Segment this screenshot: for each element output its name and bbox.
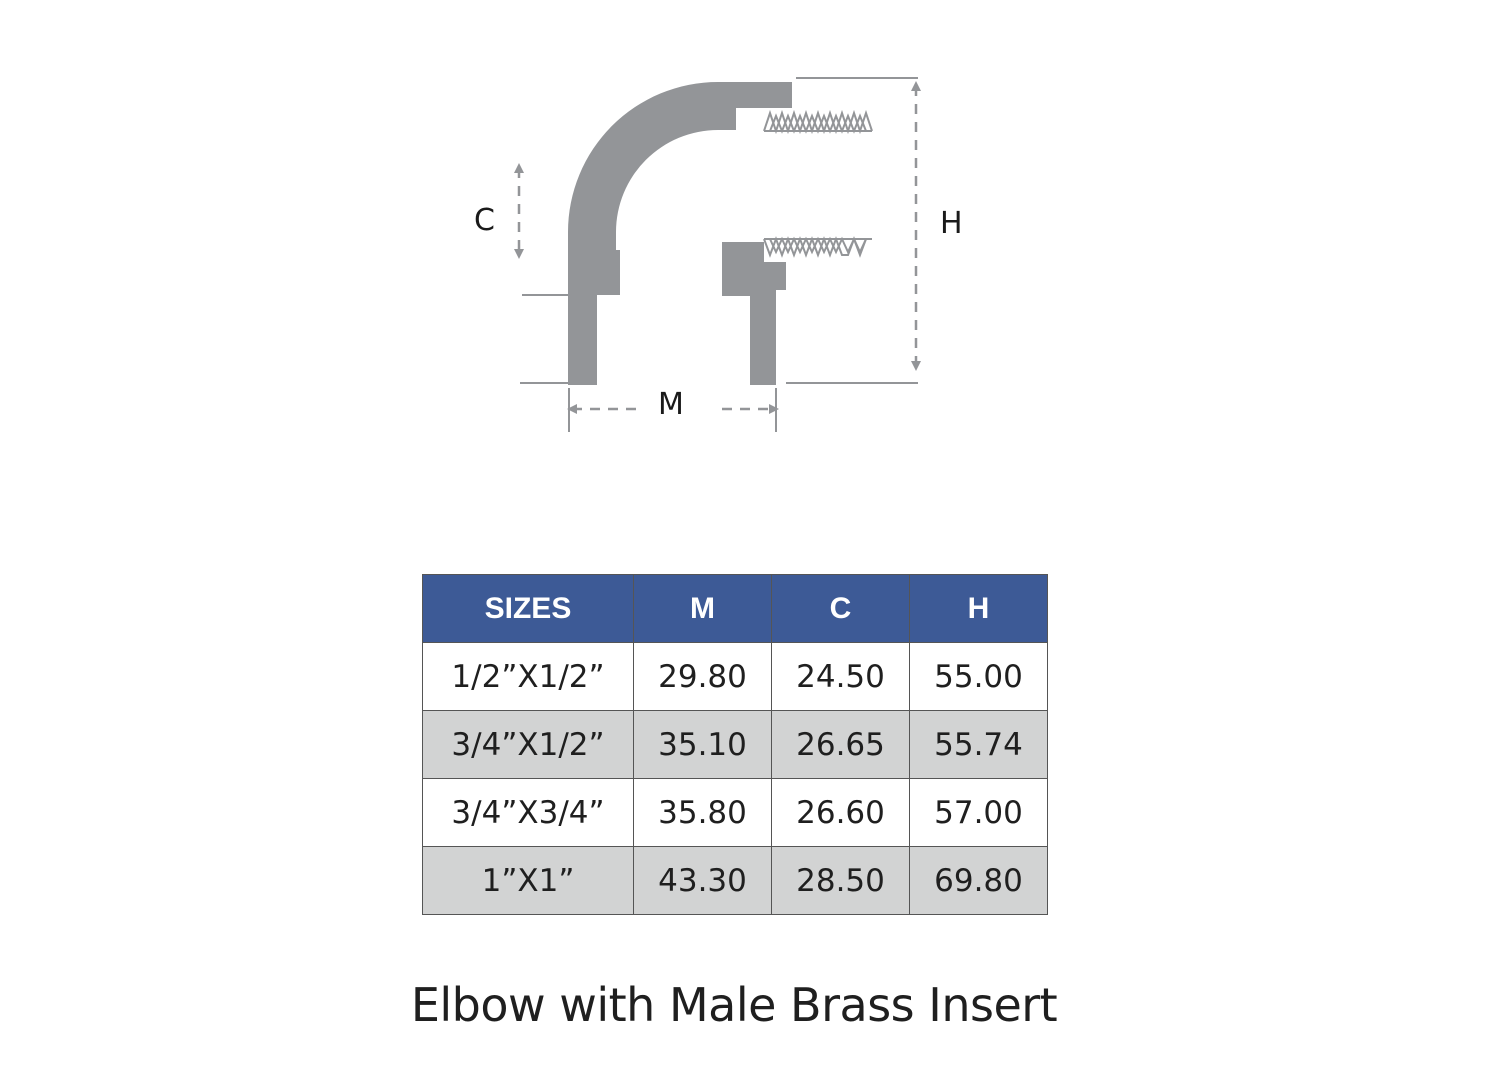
cell-m: 43.30 xyxy=(633,846,772,915)
cell-h: 57.00 xyxy=(909,778,1048,847)
cell-c: 26.65 xyxy=(771,710,910,779)
header-h: H xyxy=(909,574,1048,643)
extension-lines xyxy=(520,77,918,432)
table-header-row: SIZES M C H xyxy=(422,574,1048,643)
header-c: C xyxy=(771,574,910,643)
cell-m: 29.80 xyxy=(633,642,772,711)
table-row: 1/2”X1/2” 29.80 24.50 55.00 xyxy=(422,642,1048,711)
cell-c: 24.50 xyxy=(771,642,910,711)
table-row: 1”X1” 43.30 28.50 69.80 xyxy=(422,846,1048,915)
dimension-h-label: H xyxy=(940,206,963,241)
header-sizes: SIZES xyxy=(422,574,634,643)
table-row: 3/4”X1/2” 35.10 26.65 55.74 xyxy=(422,710,1048,779)
elbow-inner-leg xyxy=(722,242,786,385)
elbow-body xyxy=(568,82,792,385)
thread-upper xyxy=(763,109,873,135)
cell-c: 26.60 xyxy=(771,778,910,847)
cell-m: 35.10 xyxy=(633,710,772,779)
dimension-lines xyxy=(514,81,921,414)
table-row: 3/4”X3/4” 35.80 26.60 57.00 xyxy=(422,778,1048,847)
header-m: M xyxy=(633,574,772,643)
cell-size: 1”X1” xyxy=(422,846,634,915)
cell-m: 35.80 xyxy=(633,778,772,847)
cell-h: 55.00 xyxy=(909,642,1048,711)
cell-h: 69.80 xyxy=(909,846,1048,915)
product-caption: Elbow with Male Brass Insert xyxy=(410,978,1058,1032)
cell-c: 28.50 xyxy=(771,846,910,915)
size-spec-table: SIZES M C H 1/2”X1/2” 29.80 24.50 55.00 … xyxy=(422,574,1048,915)
cell-h: 55.74 xyxy=(909,710,1048,779)
dimension-m-label: M xyxy=(658,387,684,422)
cell-size: 3/4”X1/2” xyxy=(422,710,634,779)
thread-lower xyxy=(763,236,872,258)
elbow-outer-wall xyxy=(568,82,792,385)
cell-size: 1/2”X1/2” xyxy=(422,642,634,711)
dimension-c-label: C xyxy=(474,203,495,238)
elbow-diagram: C H M xyxy=(474,77,963,432)
cell-size: 3/4”X3/4” xyxy=(422,778,634,847)
